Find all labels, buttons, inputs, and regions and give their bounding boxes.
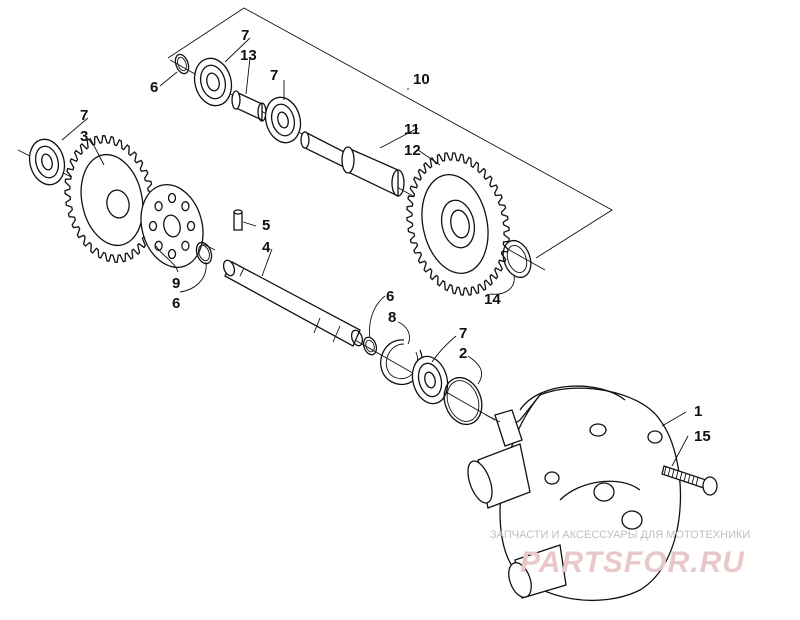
long-shaft <box>222 259 364 347</box>
bolt-thread <box>663 466 667 476</box>
bolt-thread <box>675 470 679 480</box>
bolt-thread <box>671 469 675 478</box>
pump-housing <box>467 385 682 601</box>
plate-hole <box>167 248 177 260</box>
callout-9: 9 <box>172 275 180 292</box>
callout-7-lower: 7 <box>459 325 467 342</box>
snap-ring-left <box>195 241 213 265</box>
plate-hole <box>181 240 190 251</box>
snap-ring-14 <box>502 239 532 279</box>
bearing-lower <box>411 355 449 405</box>
plate-hole <box>148 220 158 232</box>
leader-lines <box>61 37 689 467</box>
bearing-left <box>28 138 66 186</box>
callout-6-top: 6 <box>150 79 158 96</box>
watermark-logo: PARTSFOR.RU <box>520 546 745 579</box>
callout-6-mid: 6 <box>386 288 394 305</box>
pin <box>233 209 243 231</box>
bolt-thread <box>679 472 683 481</box>
callout-12: 12 <box>404 142 421 159</box>
bolt-thread <box>683 473 687 482</box>
callout-4: 4 <box>262 239 271 256</box>
bearing-top-second <box>264 96 302 144</box>
gear-large <box>406 152 510 296</box>
snap-ring-mid <box>362 336 378 356</box>
o-ring <box>443 376 483 426</box>
assembly-bracket <box>167 7 613 259</box>
snap-ring-top <box>174 53 190 75</box>
callout-13: 13 <box>240 47 257 64</box>
watermark-tagline: ЗАПЧАСТИ И АКСЕССУАРЫ ДЛЯ МОТОТЕХНИКИ <box>490 529 750 541</box>
watermark: ЗАПЧАСТИ И АКСЕССУАРЫ ДЛЯ МОТОТЕХНИКИ PA… <box>490 529 750 579</box>
plate-hole <box>181 201 190 212</box>
bolt-thread <box>695 477 699 486</box>
callout-8: 8 <box>388 309 396 326</box>
callout-3: 3 <box>80 128 88 145</box>
callout-1: 1 <box>694 403 702 420</box>
callout-10: 10 <box>413 71 430 88</box>
bolt-thread <box>687 474 691 483</box>
gear-left <box>64 135 156 263</box>
callout-labels: 6 7 13 7 10 11 12 7 3 5 4 9 6 14 6 8 7 2… <box>80 27 711 445</box>
callout-14: 14 <box>484 291 501 308</box>
callout-7-second: 7 <box>270 67 278 84</box>
bolt-thread <box>691 475 695 485</box>
plate-hole <box>167 192 177 204</box>
callout-11: 11 <box>404 121 420 138</box>
sleeve <box>231 90 267 122</box>
callout-15: 15 <box>694 428 711 445</box>
plate-hole <box>186 220 196 232</box>
callout-2: 2 <box>459 345 467 362</box>
bearing-top-left <box>193 57 233 107</box>
plate-hole <box>154 201 163 212</box>
callout-7-left: 7 <box>80 107 88 124</box>
callout-6-left: 6 <box>172 295 180 312</box>
callout-7-top: 7 <box>241 27 249 44</box>
bolt <box>661 465 718 496</box>
gear-shaft <box>300 130 405 198</box>
callout-5: 5 <box>262 217 270 234</box>
bolt-thread <box>667 468 671 477</box>
